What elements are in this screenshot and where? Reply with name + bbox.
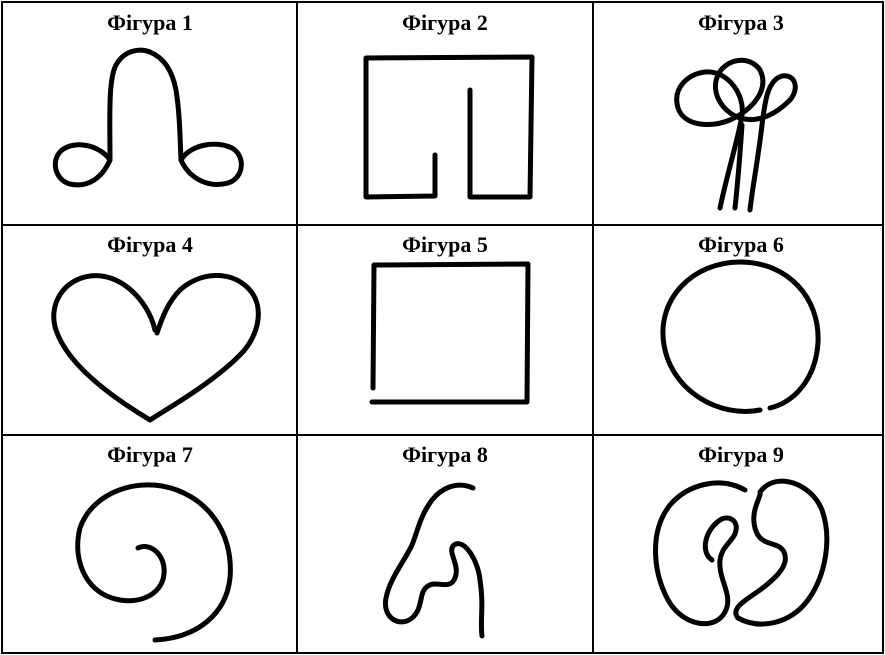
square-icon: [372, 264, 528, 402]
hook-squiggle-icon: [385, 485, 482, 636]
spiral-icon: [78, 485, 231, 640]
heart-icon: [54, 275, 259, 420]
bell-with-curls-icon: [55, 50, 241, 185]
square-meander-icon: [366, 57, 532, 197]
loops-on-stems-icon: [677, 60, 796, 210]
interlocked-curves-icon: [656, 481, 827, 624]
circle-icon: [663, 262, 818, 411]
